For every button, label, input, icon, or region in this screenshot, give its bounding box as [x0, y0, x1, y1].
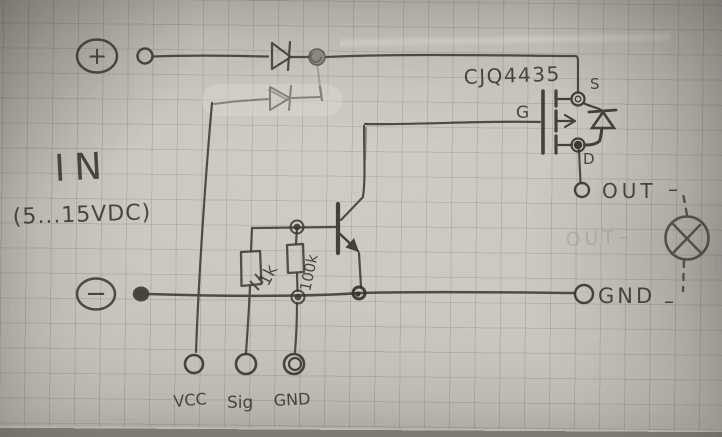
bjt-icon: [335, 201, 360, 256]
gnd-dash: –: [664, 289, 674, 313]
body-diode-triangle: [589, 109, 617, 130]
svg-text:OUT–: OUT–: [565, 226, 632, 251]
lamp-lead-bottom: [681, 259, 686, 293]
diode1-icon: [270, 40, 293, 72]
mosfet-part-label: CJQ4435: [463, 62, 561, 89]
sig-pin-pad: [234, 352, 258, 376]
pin-terminals: [183, 352, 306, 376]
gnd-pin-pad: [282, 352, 306, 376]
mosfet-d-label: D: [583, 150, 595, 168]
r1-top-stub: [249, 226, 254, 253]
collector-diagonal: [339, 195, 365, 222]
plus-input-pad: [136, 47, 154, 65]
vcc-wire: [194, 101, 214, 354]
collector-wire-sketch: [363, 126, 368, 162]
erased-out-label: OUT–: [565, 226, 632, 251]
solder-blob-detail: [310, 52, 322, 63]
vcc-pin-label: VCC: [173, 389, 208, 411]
r2-bottom-stub: [295, 271, 299, 293]
gnd-pin-label: GND: [273, 389, 311, 410]
minus-terminal-icon: [75, 277, 117, 311]
mosfet-source-node: [570, 91, 586, 107]
r2-top-stub: [294, 226, 299, 246]
vcc-pin-pad: [183, 353, 205, 375]
body-diode-lead: [581, 101, 603, 112]
mosfet-s-label: S: [590, 75, 600, 93]
minus-sign: −: [85, 279, 107, 309]
minus-input-pad: [132, 286, 150, 302]
in-label: IN: [53, 144, 112, 190]
eraser-smudge: [202, 84, 342, 116]
mosfet-icon: [541, 89, 618, 155]
resistor-r2-label: 100k: [296, 252, 321, 293]
top-rail-wire: [324, 53, 580, 94]
out-wire: [577, 148, 582, 185]
ground-rail: [146, 290, 577, 298]
sig-wire: [244, 284, 252, 355]
diode2-icon: [213, 65, 324, 111]
resistor-r1: [239, 249, 264, 291]
in-range-label: (5...15VDC): [12, 200, 151, 230]
junction-dots: [289, 219, 367, 305]
bjt-emitter-arrow: [345, 238, 359, 252]
input-terminals: [75, 38, 154, 311]
wires: [146, 53, 582, 355]
collector-wire: [361, 124, 366, 198]
body-diode-lead2: [583, 126, 604, 147]
gnd-label: GND: [598, 284, 655, 308]
gnd-terminal: [573, 283, 595, 305]
emitter-wire: [357, 251, 363, 289]
plus-terminal-icon: [75, 38, 119, 74]
sig-pin-label: Sig: [227, 393, 253, 413]
plus-sign: +: [87, 42, 107, 70]
out-label: OUT: [602, 179, 657, 203]
out-dash: –: [668, 177, 678, 201]
out-terminal: [573, 181, 591, 199]
mosfet-body-arrow: [563, 113, 577, 129]
mosfet-g-label: G: [516, 103, 529, 123]
resistor-r2: [285, 242, 306, 275]
gnd-pin-wire: [293, 301, 299, 354]
lamp-lead-top: [682, 194, 689, 217]
lamp-icon: [664, 194, 710, 293]
top-rail-wire: [151, 54, 270, 58]
gate-wire: [363, 120, 542, 126]
